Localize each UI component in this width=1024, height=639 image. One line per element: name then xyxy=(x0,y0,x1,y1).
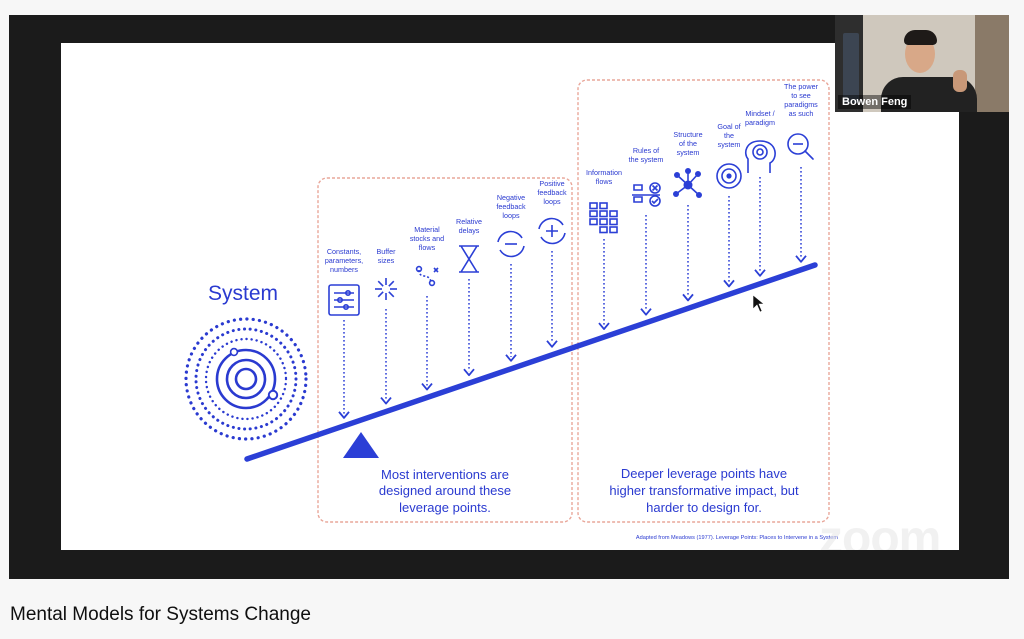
leverage-point-label: Relative xyxy=(456,217,482,226)
positive-loop-icon xyxy=(538,217,566,245)
arrow-down-icon xyxy=(754,269,766,277)
mouse-cursor-icon xyxy=(752,294,765,313)
arrow-down-icon xyxy=(640,308,652,316)
leverage-point-label: Structure xyxy=(673,130,702,139)
negative-loop-icon xyxy=(497,230,525,258)
system-label: System xyxy=(208,282,278,305)
leverage-point-label: Mindset / xyxy=(745,109,774,118)
leverage-point-label: Material xyxy=(414,225,440,234)
sliders-icon xyxy=(328,284,360,316)
right-caption-line-1: Deeper leverage points have xyxy=(621,466,787,481)
leverage-point-label: the xyxy=(724,131,734,140)
leverage-point-label: Constants, xyxy=(327,247,361,256)
leverage-point-label: sizes xyxy=(378,256,395,265)
leverage-point-label: loops xyxy=(502,211,520,220)
leverage-point-label: Rules of xyxy=(633,146,659,155)
leverage-point-label: Buffer xyxy=(376,247,396,256)
lever-beam xyxy=(244,262,818,462)
arrow-down-icon xyxy=(338,411,350,419)
leverage-point-label: Positive xyxy=(539,179,564,188)
right-caption-line-3: harder to design for. xyxy=(646,500,762,515)
right-group-box xyxy=(577,79,830,523)
leverage-point-label: the system xyxy=(629,155,664,164)
magnifier-icon xyxy=(787,133,814,160)
arrow-down-icon xyxy=(598,322,610,330)
arrow-down-icon xyxy=(463,368,475,377)
leverage-point-label: Negative xyxy=(497,193,525,202)
arrow-down-icon xyxy=(380,396,392,405)
flow-nodes-icon xyxy=(415,265,439,287)
arrow-down-icon xyxy=(421,382,433,391)
leverage-point-label: flows xyxy=(596,177,613,186)
video-player[interactable]: System Most interventions are designed a… xyxy=(9,15,1009,579)
leverage-points-diagram: System Most interventions are designed a… xyxy=(184,79,838,541)
participant-video-tile[interactable]: Bowen Feng xyxy=(835,15,1009,112)
leverage-point-1: Constants,parameters,numbers xyxy=(325,247,363,419)
arrow-down-icon xyxy=(682,293,694,302)
arrow-down-icon xyxy=(795,255,807,263)
left-group-box xyxy=(317,177,573,523)
leverage-point-label: paradigm xyxy=(745,118,775,127)
arrow-down-icon xyxy=(723,279,735,288)
zoom-watermark: zoom xyxy=(819,512,941,550)
leverage-point-label: loops xyxy=(543,197,561,206)
leverage-point-label: delays xyxy=(459,226,480,235)
right-caption-line-2: higher transformative impact, but xyxy=(609,483,799,498)
left-caption-line-2: designed around these xyxy=(379,483,511,498)
citation: Adapted from Meadows (1977). Leverage Po… xyxy=(636,535,838,541)
leverage-point-label: Information xyxy=(586,168,622,177)
left-caption-line-1: Most interventions are xyxy=(381,467,509,482)
leverage-point-11: Mindset /paradigm xyxy=(744,109,776,277)
left-caption-line-3: leverage points. xyxy=(399,500,491,515)
rules-icon xyxy=(632,182,661,207)
network-icon xyxy=(673,168,702,198)
participant-name-label: Bowen Feng xyxy=(838,95,912,109)
hourglass-icon xyxy=(459,245,479,273)
system-orbit-icon xyxy=(184,317,308,441)
fulcrum-triangle xyxy=(343,432,379,458)
info-grid-icon xyxy=(589,202,618,234)
arrow-down-icon xyxy=(505,354,517,362)
leverage-point-label: The power xyxy=(784,82,819,91)
leverage-point-label: flows xyxy=(419,243,436,252)
video-title: Mental Models for Systems Change xyxy=(10,604,311,625)
leverage-point-label: feedback xyxy=(496,202,526,211)
burst-icon xyxy=(375,278,397,300)
leverage-point-label: system xyxy=(677,148,700,157)
leverage-point-label: of the xyxy=(679,139,697,148)
leverage-point-label: numbers xyxy=(330,265,358,274)
arrow-down-icon xyxy=(546,340,558,348)
leverage-point-label: to see xyxy=(791,91,811,100)
leverage-point-label: feedback xyxy=(537,188,567,197)
leverage-point-label: stocks and xyxy=(410,234,444,243)
leverage-point-label: Goal of xyxy=(717,122,740,131)
presentation-slide: System Most interventions are designed a… xyxy=(61,43,959,550)
head-mind-icon xyxy=(744,140,776,173)
leverage-point-label: paradigms xyxy=(784,100,818,109)
leverage-point-label: parameters, xyxy=(325,256,363,265)
leverage-point-label: as such xyxy=(789,109,814,118)
target-icon xyxy=(716,163,742,189)
leverage-point-label: system xyxy=(718,140,741,149)
